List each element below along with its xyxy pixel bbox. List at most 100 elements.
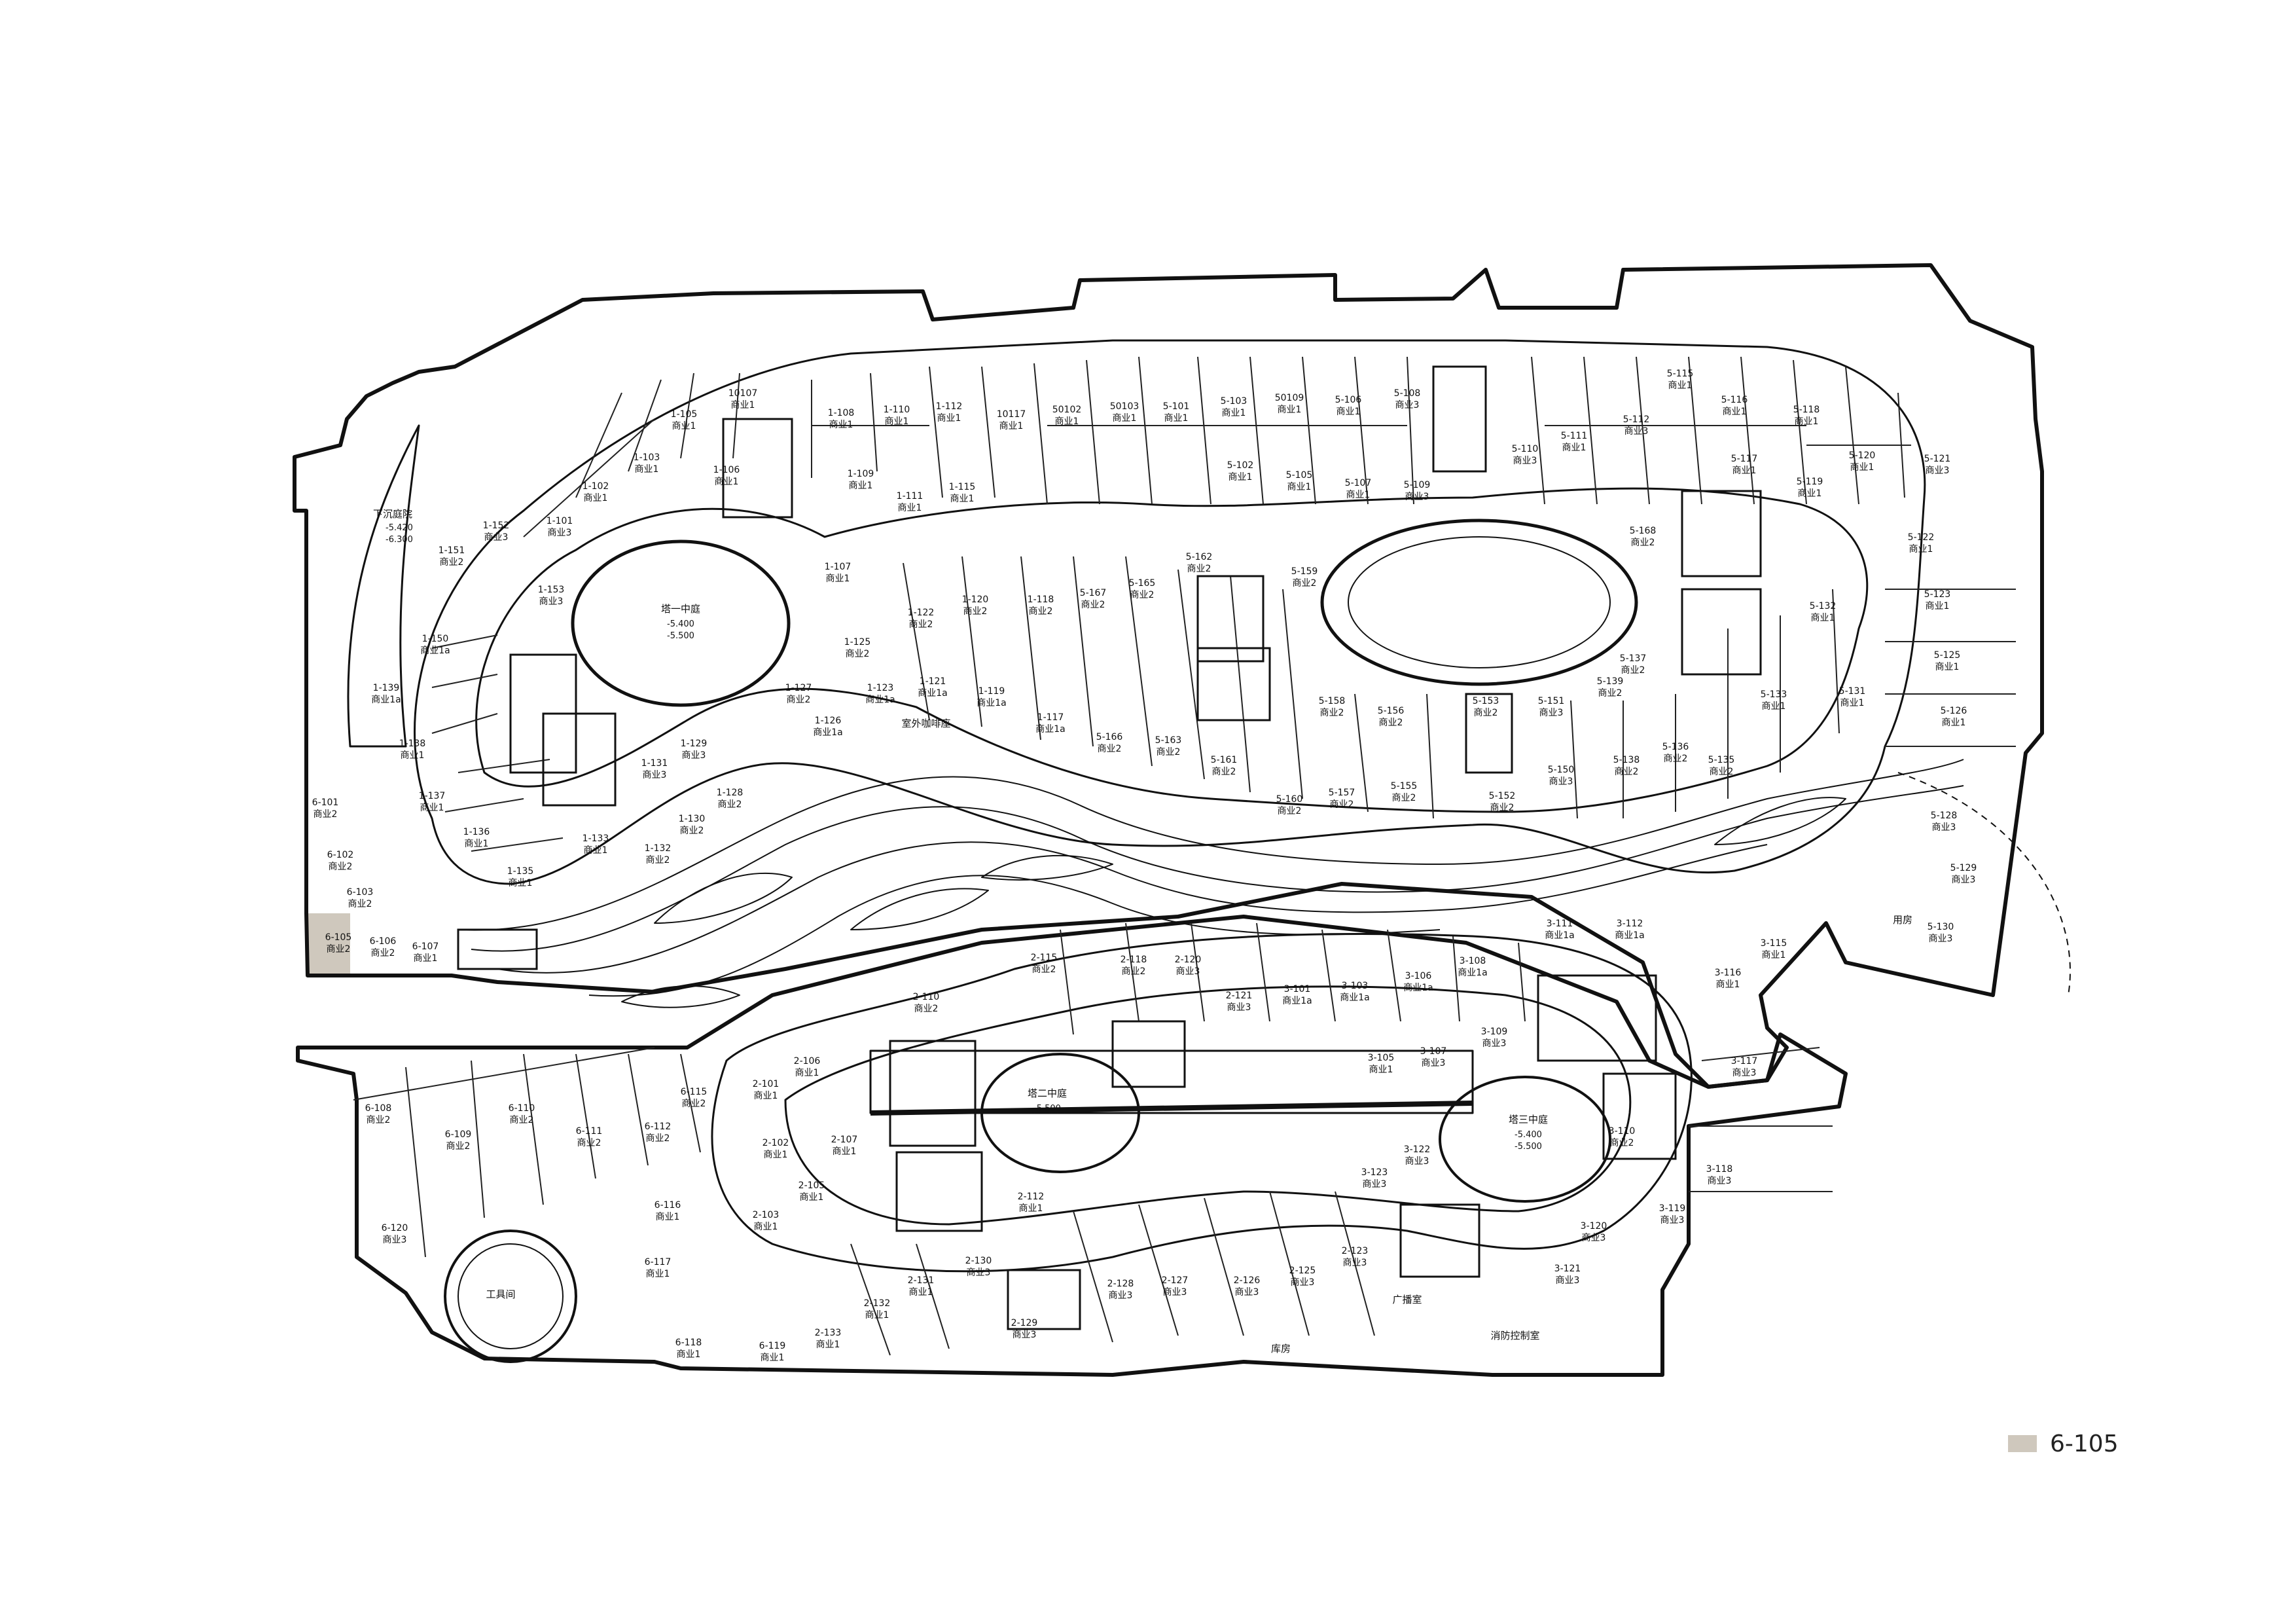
unit-id-label: 2-105: [798, 1180, 825, 1191]
unit-id-label: 6-118: [675, 1338, 702, 1348]
unit-use-label: 商业1: [1164, 413, 1189, 424]
unit-use-label: 商业3: [643, 770, 667, 780]
highlighted-unit-fill: [306, 913, 350, 974]
unit-use-label: 商业1: [584, 845, 608, 856]
unit-use-label: 商业3: [1513, 456, 1537, 466]
unit-use-label: 商业2: [646, 1133, 670, 1144]
unit-use-label: 商业2: [1130, 590, 1155, 600]
unit-use-label: 商业1a: [918, 688, 948, 699]
atrium-label: 塔三中庭: [1509, 1114, 1548, 1125]
unit-id-label: 2-133: [815, 1328, 842, 1338]
unit-use-label: 商业1: [401, 750, 425, 761]
unit-id-label: 6-117: [645, 1257, 672, 1267]
unit-id-label: 5-126: [1941, 706, 1967, 716]
unit-use-label: 商业1: [1798, 488, 1822, 499]
unit-id-label: 1-123: [867, 683, 894, 693]
unit-use-label: 商业2: [646, 855, 670, 866]
unit-id-label: 1-122: [908, 608, 935, 618]
unit-id-label: 1-132: [645, 843, 672, 854]
unit-use-label: 商业3: [1176, 966, 1200, 977]
unit-id-label: 5-129: [1950, 863, 1977, 873]
unit-use-label: 商业2: [909, 619, 933, 630]
bridge-rail: [870, 1101, 1473, 1116]
unit-use-label: 商业3: [1660, 1215, 1685, 1226]
legend-swatch: [2008, 1435, 2037, 1452]
unit-id-label: 5-152: [1489, 791, 1516, 801]
unit-use-label: 商业2: [1029, 606, 1053, 617]
unit-use-label: 商业3: [1363, 1179, 1387, 1190]
unit-id-label: 1-120: [962, 594, 989, 605]
unit-use-label: 商业1: [1795, 416, 1819, 427]
unit-use-label: 商业3: [1549, 776, 1573, 787]
unit-use-label: 商业2: [1032, 964, 1056, 975]
unit-use-label: 商业1: [1732, 465, 1757, 476]
unit-use-label: 商业2: [963, 606, 988, 617]
unit-id-label: 6-107: [412, 941, 439, 952]
unit-id-label: 5-132: [1810, 601, 1837, 611]
atrium-north-main-void: [1320, 519, 1638, 686]
unit-use-label: 商业3: [548, 528, 572, 538]
unit-id-label: 2-101: [753, 1079, 780, 1089]
atrium-label: 塔二中庭: [1028, 1087, 1067, 1099]
unit-id-label: 3-119: [1659, 1203, 1686, 1214]
south-ring-inner: [784, 985, 1632, 1226]
unit-id-label: 3-108: [1460, 956, 1486, 966]
unit-id-label: 5-155: [1391, 781, 1418, 792]
unit-use-label: 商业3: [1926, 465, 1950, 476]
unit-use-label: 商业2: [1598, 688, 1623, 699]
unit-id-label: 3-111: [1547, 919, 1573, 929]
unit-use-label: 商业1: [826, 574, 850, 584]
unit-use-label: 商业1: [584, 493, 608, 503]
unit-id-label: 5-108: [1394, 388, 1421, 399]
unit-use-label: 商业1: [1811, 613, 1835, 623]
atrium-label: 塔一中庭: [661, 603, 700, 615]
unit-id-label: 1-150: [422, 634, 449, 644]
unit-use-label: 商业2: [1474, 708, 1498, 718]
unit-use-label: 商业1: [1562, 443, 1587, 453]
elevation-label: -5.500: [1515, 1142, 1542, 1152]
unit-use-label: 商业1: [829, 420, 853, 430]
garden-island-3: [981, 854, 1113, 881]
unit-id-label: 2-127: [1162, 1275, 1189, 1286]
unit-use-label: 商业3: [1952, 875, 1976, 885]
unit-use-label: 商业3: [967, 1267, 991, 1278]
unit-use-label: 商业2: [1187, 564, 1211, 574]
garden-flow-c: [497, 841, 1768, 974]
unit-id-label: 6-110: [509, 1103, 535, 1114]
unit-use-label: 商业1: [1716, 979, 1740, 990]
legend: 6-105: [2008, 1429, 2119, 1458]
unit-use-label: 商业1a: [813, 727, 843, 738]
unit-use-label: 商业1: [1840, 698, 1865, 708]
unit-use-label: 商业1a: [1403, 983, 1433, 993]
unit-id-label: 1-128: [717, 788, 744, 798]
unit-use-label: 商业1a: [865, 695, 895, 705]
area-label: 广播室: [1392, 1294, 1422, 1305]
unit-id-label: 3-121: [1554, 1264, 1581, 1274]
unit-use-label: 商业1: [1287, 482, 1312, 492]
unit-id-label: 1-151: [439, 545, 465, 556]
unit-id-label: 5-131: [1839, 686, 1866, 697]
unit-id-label: 1-138: [399, 739, 426, 749]
north-ring-corridor: [414, 339, 1926, 885]
unit-id-label: 5-136: [1662, 742, 1689, 752]
unit-use-label: 商业1a: [1545, 930, 1575, 941]
tool-room-outer: [444, 1230, 577, 1363]
unit-use-label: 商业2: [329, 862, 353, 872]
atrium-1-void: [571, 539, 791, 707]
unit-id-label: 6-120: [382, 1223, 408, 1233]
unit-id-label: 1-118: [1028, 594, 1054, 605]
unit-id-label: 2-112: [1018, 1192, 1045, 1202]
unit-id-label: 5-130: [1928, 922, 1954, 932]
unit-id-label: 1-121: [920, 676, 946, 687]
unit-use-label: 商业1: [1762, 701, 1786, 712]
unit-id-label: 5-122: [1908, 532, 1935, 543]
unit-use-label: 商业2: [1212, 767, 1236, 777]
unit-use-label: 商业3: [1932, 822, 1956, 833]
unit-use-label: 商业3: [1929, 934, 1953, 944]
unit-use-label: 商业2: [787, 695, 811, 705]
south-outer-wall: [296, 915, 1848, 1377]
unit-id-label: 50102: [1052, 405, 1082, 415]
legend-label: 6-105: [2050, 1430, 2119, 1457]
unit-use-label: 商业1: [800, 1192, 824, 1203]
